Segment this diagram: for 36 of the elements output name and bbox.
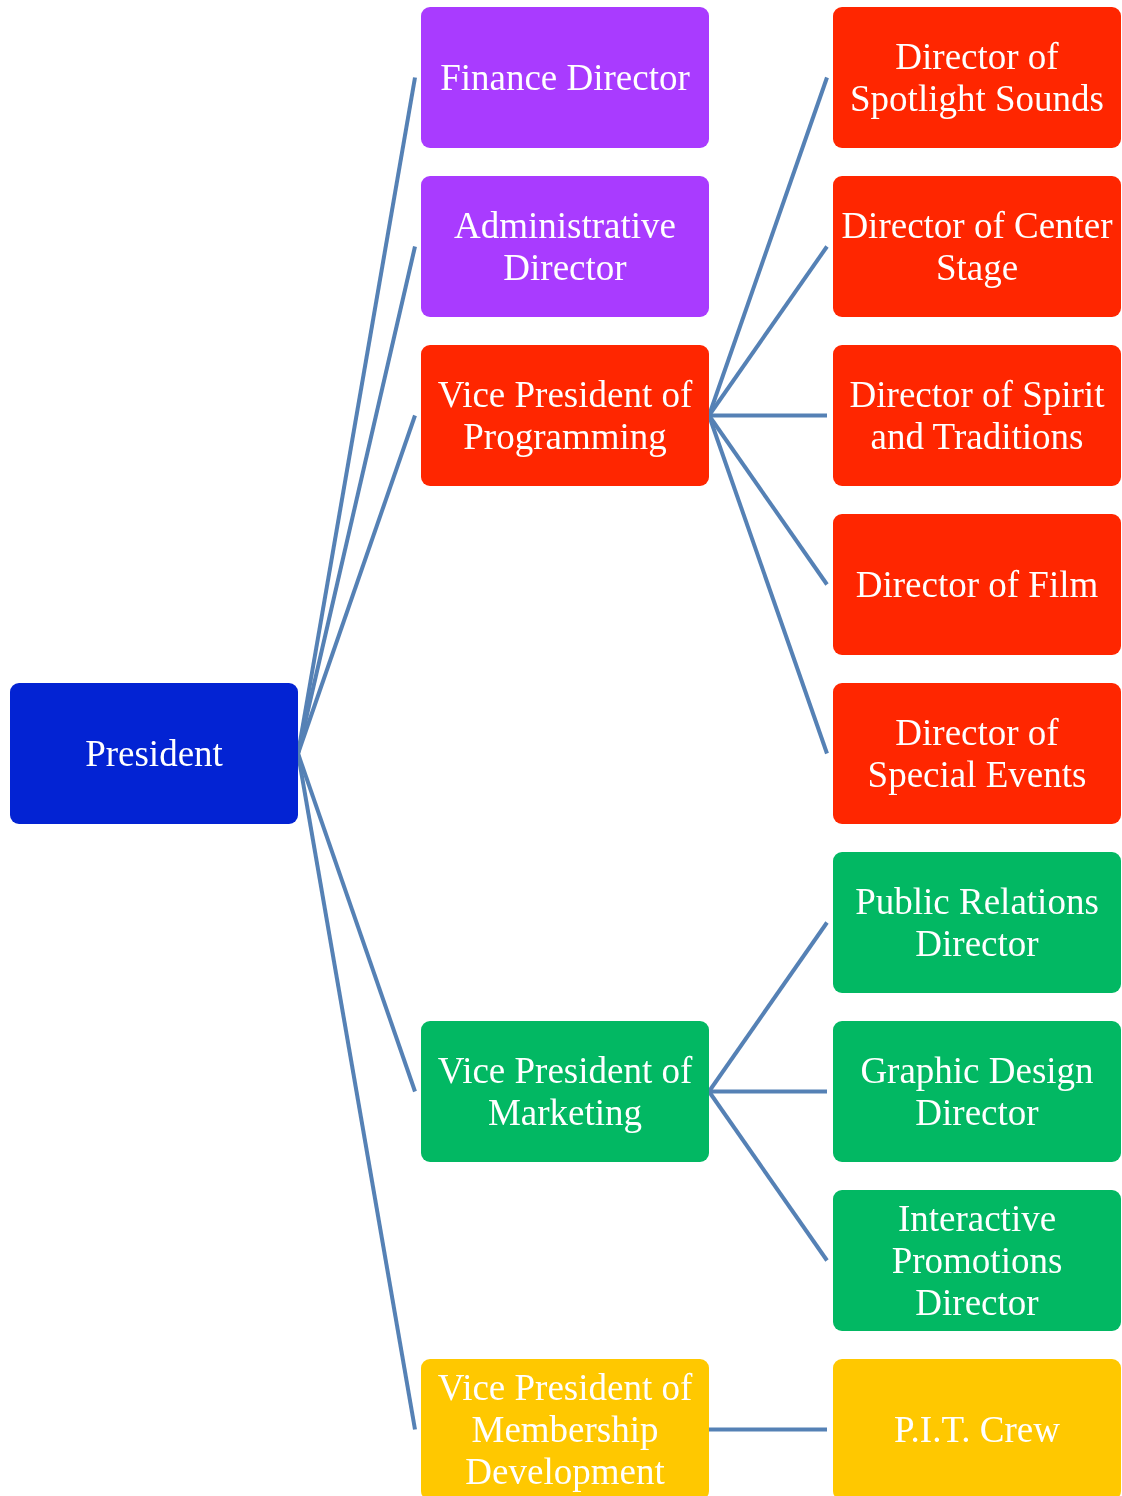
role-title: Graphic Design Director: [859, 1049, 1095, 1134]
role-title: Administrative Director: [453, 204, 677, 289]
org-box: [833, 683, 1121, 824]
role-title: Vice President of Programming: [436, 373, 694, 458]
connector-line: [707, 921, 829, 1093]
role-title: Director of Spotlight Sounds: [849, 35, 1105, 120]
org-box: [421, 176, 709, 317]
org-box: [833, 1190, 1121, 1331]
role-title: President: [85, 732, 223, 775]
role-title: Director of Spirit and Traditions: [848, 373, 1106, 458]
org-box: [421, 1359, 709, 1496]
org-box: [833, 514, 1121, 655]
role-title: Vice President of Marketing: [436, 1049, 694, 1134]
role-title: Vice President of Membership Development: [436, 1366, 694, 1493]
role-title: P.I.T. Crew: [894, 1408, 1060, 1451]
role-title: Public Relations Director: [854, 880, 1100, 965]
org-box: [10, 683, 298, 824]
role-title: Director of Center Stage: [840, 204, 1114, 289]
org-box: [421, 345, 709, 486]
role-title: Finance Director: [440, 56, 690, 99]
connector-line: [296, 753, 417, 1430]
org-box: [421, 7, 709, 148]
org-box: [421, 1021, 709, 1162]
role-title: Interactive Promotions Director: [890, 1197, 1064, 1324]
org-box: [833, 1021, 1121, 1162]
org-box: [833, 176, 1121, 317]
connector-line: [709, 1427, 827, 1432]
org-box: [833, 1359, 1121, 1496]
org-box: [833, 7, 1121, 148]
connector-line: [709, 413, 827, 418]
org-box: [833, 345, 1121, 486]
org-box: [833, 852, 1121, 993]
role-title: Director of Film: [855, 563, 1099, 606]
connector-line: [707, 1090, 829, 1262]
connector-line: [709, 1089, 827, 1094]
role-title: Director of Special Events: [866, 711, 1088, 796]
